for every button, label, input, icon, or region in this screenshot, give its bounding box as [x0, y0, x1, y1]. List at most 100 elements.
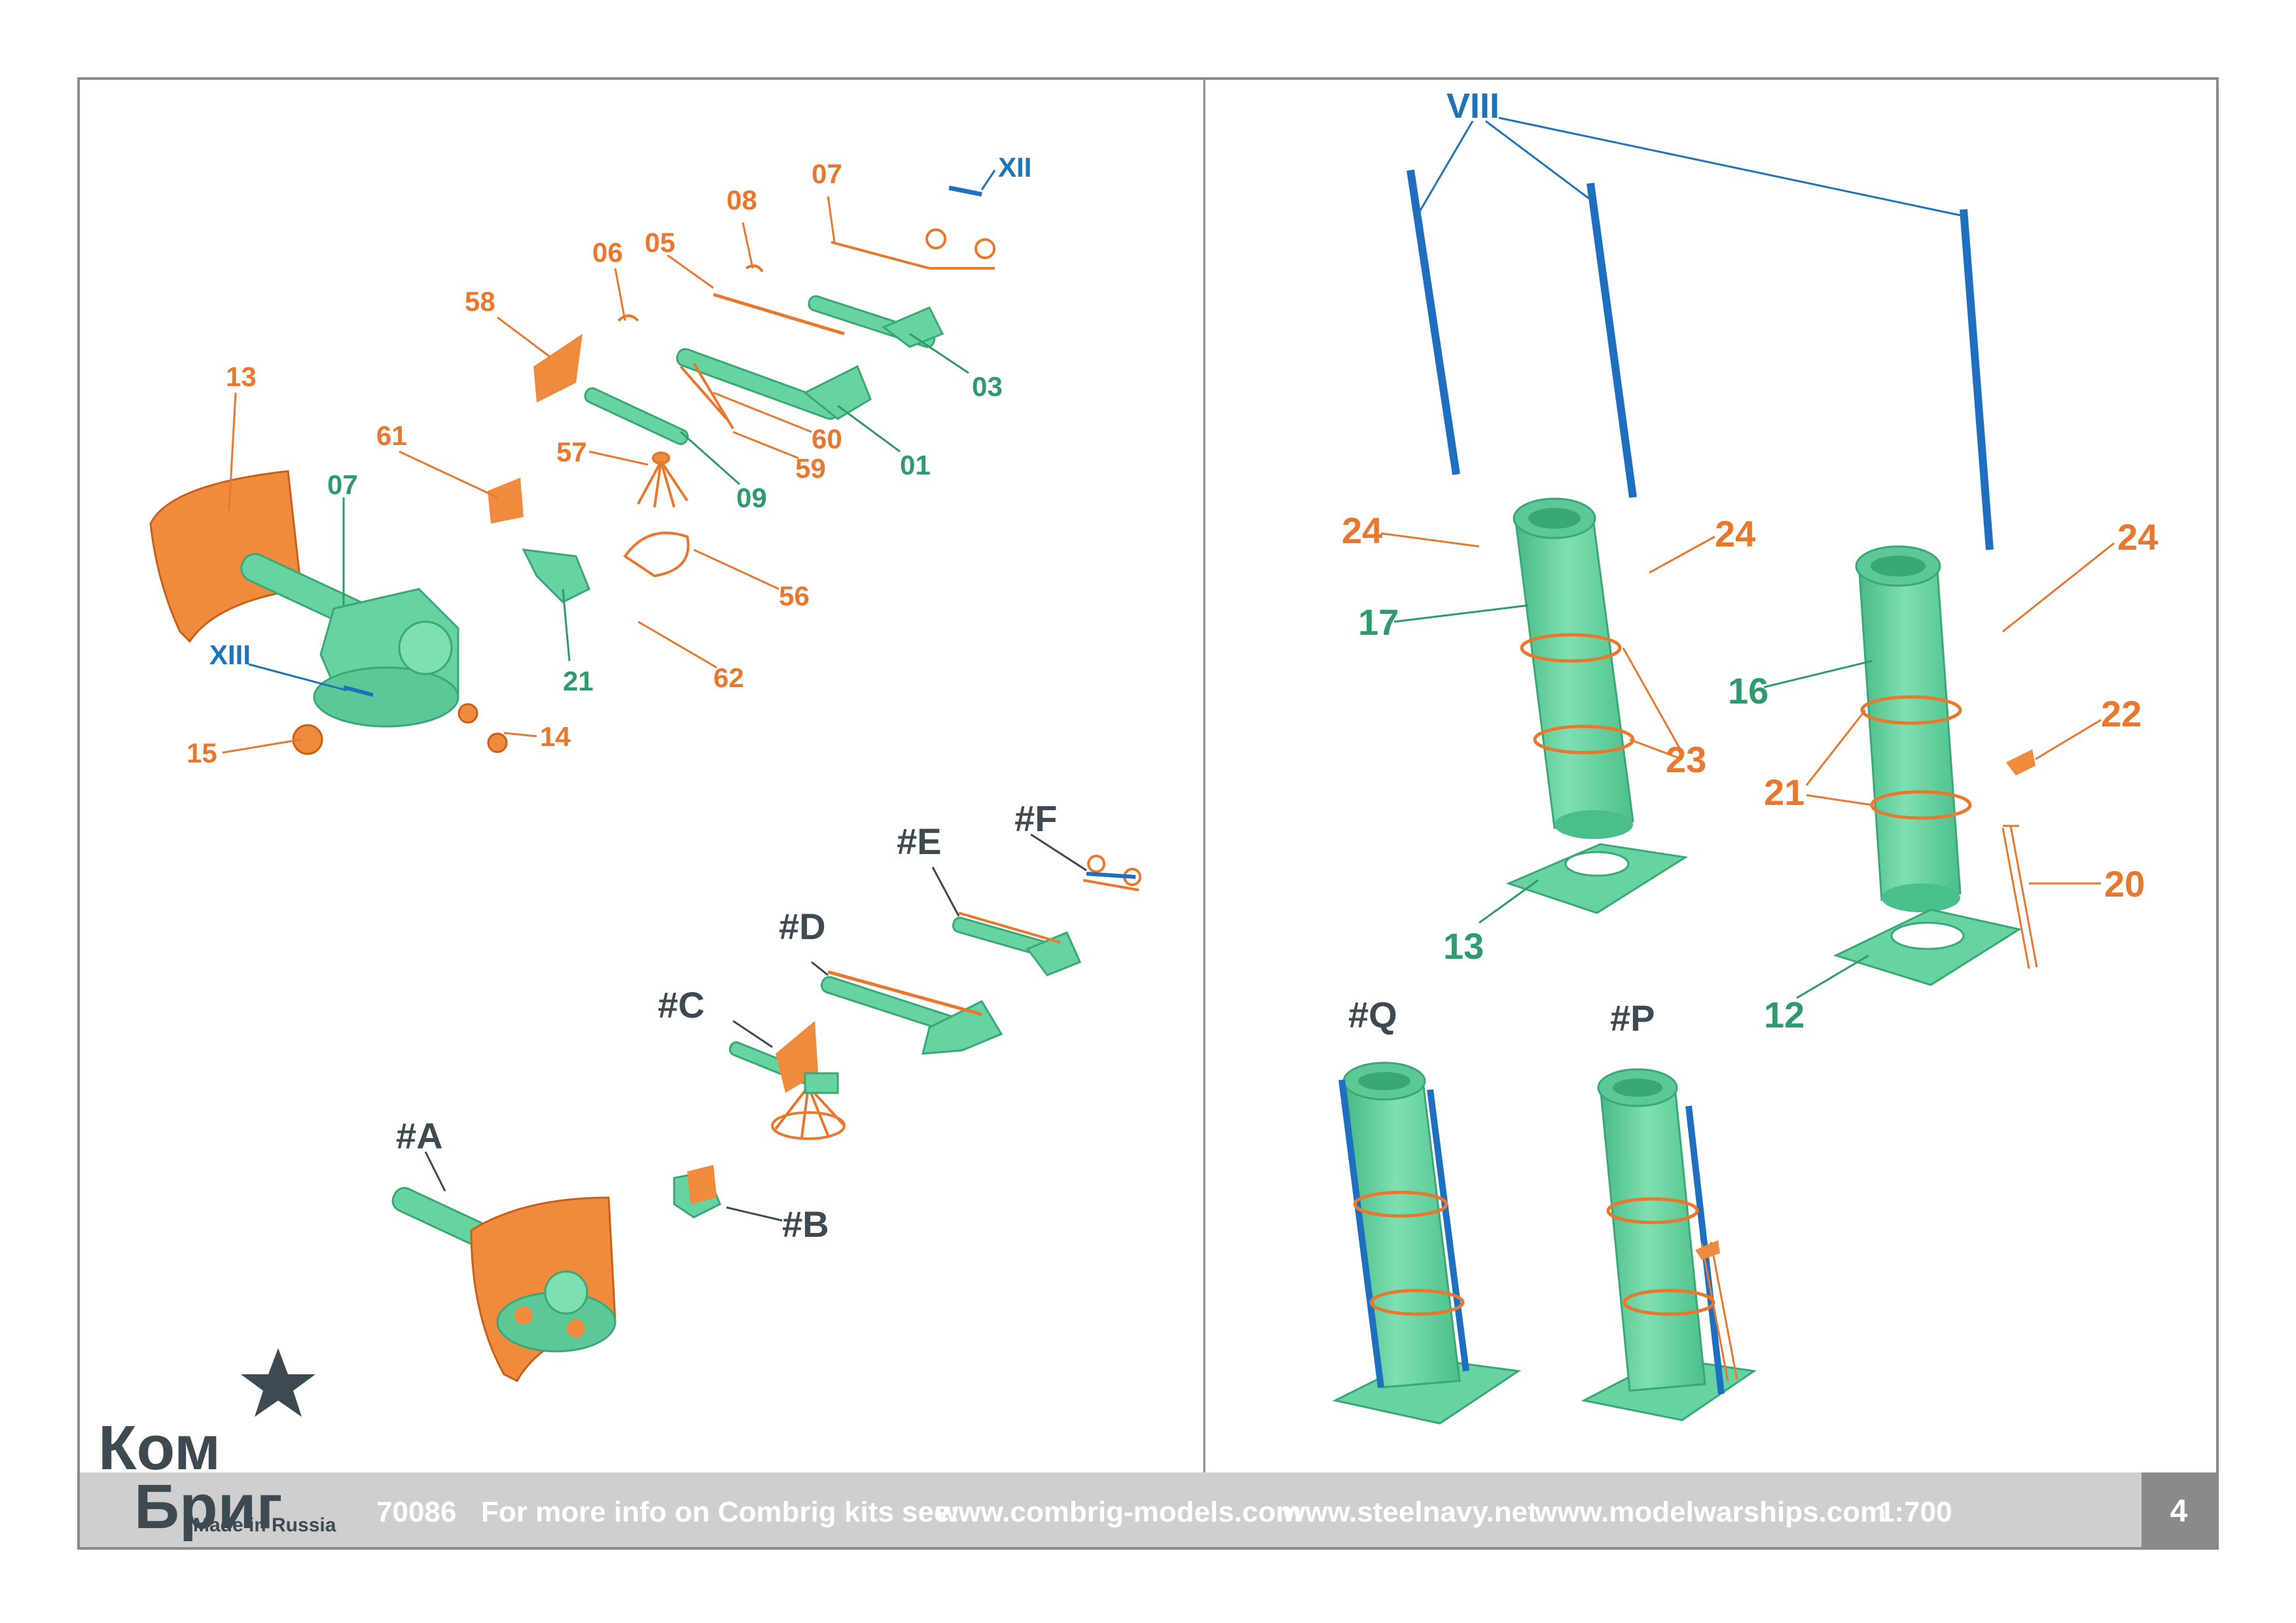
ring-part [623, 531, 690, 578]
star-icon [241, 1348, 315, 1417]
logo-line2: Бриг [134, 1472, 283, 1542]
leader-lines [1380, 532, 2115, 999]
part-label-07: 07 [327, 469, 358, 500]
part-label-59: 59 [795, 453, 826, 484]
part-label-20: 20 [2104, 863, 2145, 904]
part-label-57: 57 [556, 437, 587, 467]
part-labels-left: 13 61 58 06 05 08 07 57 60 59 56 62 15 1… [187, 152, 1031, 768]
mount-arm-part [675, 348, 872, 420]
part-label-08: 08 [726, 185, 757, 215]
footer-info: For more info on Combrig kits see: [481, 1496, 960, 1528]
part-label-13: 13 [226, 361, 257, 392]
funnel-base-hole [1890, 921, 1965, 950]
pe-small-part [617, 314, 639, 322]
assembly-label-f: #F [1014, 798, 1057, 839]
pe-rod-part [713, 293, 845, 336]
part-label-03: 03 [972, 371, 1003, 402]
assembly-e [952, 912, 1082, 976]
part-label-VIII: VIII [1446, 86, 1499, 126]
part-label-24-c: 24 [2117, 516, 2158, 558]
logo-made-in: Made in Russia [193, 1514, 336, 1536]
assembly-labels-right: #Q #P [1348, 994, 1655, 1039]
part-label-24-a: 24 [1342, 510, 1382, 551]
part-label-XIII: XIII [209, 639, 251, 670]
part-label-60: 60 [812, 423, 842, 454]
assembly-label-e: #E [897, 821, 942, 862]
part-label-23: 23 [1666, 739, 1706, 780]
funnel-17-part [1513, 497, 1635, 839]
handwheel-part [292, 724, 323, 755]
assembly-c [728, 1021, 846, 1140]
handwheel-part [457, 703, 478, 724]
assembly-leaders [424, 833, 1087, 1222]
part-label-22: 22 [2101, 693, 2142, 734]
site-link-steelnavy[interactable]: www.steelnavy.net [1282, 1496, 1537, 1528]
part-label-24-b: 24 [1715, 513, 1755, 554]
part-label-17: 17 [1358, 601, 1399, 643]
assembly-d [820, 970, 1003, 1055]
pe-ladder-part [2001, 825, 2038, 969]
site-link-modelwarships[interactable]: www.modelwarships.com [1534, 1496, 1886, 1528]
part-labels-right: 24 24 24 23 22 21 20 17 16 13 12 [1342, 510, 2158, 1035]
scale-label: 1:700 [1878, 1496, 1952, 1528]
funnel-16-part [1855, 545, 1972, 912]
assembly-label-b: #B [782, 1204, 829, 1245]
assembly-a [391, 1186, 617, 1382]
part-label-12: 12 [1764, 994, 1804, 1035]
footer-text: 70086 For more info on Combrig kits see:… [376, 1496, 1952, 1528]
barrel-part [584, 387, 689, 445]
left-panel: 13 61 58 06 05 08 07 57 60 59 56 62 15 1… [149, 152, 1141, 1382]
pe-small-part [2006, 749, 2036, 776]
wire-rod-part [1587, 183, 1637, 498]
wire-rod-part [948, 185, 982, 197]
part-label-56: 56 [779, 580, 810, 611]
pe-rod-part [692, 362, 734, 430]
part-label-21: 21 [1764, 772, 1804, 813]
pe-rod-part [679, 365, 728, 420]
tripod-part [637, 452, 689, 508]
wire-rod-part [343, 685, 374, 697]
assembly-label-d: #D [779, 906, 826, 947]
funnel-base-hole [1564, 851, 1630, 877]
part-label-05: 05 [645, 227, 675, 258]
site-link-combrig[interactable]: www.combrig-models.com [935, 1496, 1301, 1528]
part-label-XII: XII [998, 152, 1031, 183]
leader-lines [1416, 116, 1964, 217]
part-label-21: 21 [563, 666, 594, 696]
assembly-labels-left: #A #B #C #D #E #F [396, 798, 1057, 1245]
assembly-b [673, 1165, 721, 1219]
part-label-16: 16 [1728, 670, 1768, 711]
part-label-09: 09 [736, 482, 767, 513]
assembly-label-p: #P [1610, 997, 1655, 1039]
assembly-f [1083, 855, 1141, 891]
sight-part [522, 548, 590, 603]
page-number: 4 [2170, 1494, 2188, 1529]
assembly-p [1581, 1068, 1757, 1421]
assembly-label-c: #C [658, 984, 705, 1026]
pe-bracket-part [488, 478, 524, 524]
part-label-13-base: 13 [1443, 925, 1484, 967]
handwheel-part [487, 732, 508, 753]
part-label-14: 14 [540, 721, 571, 752]
wire-rod-part [1407, 169, 1460, 475]
pe-plate-part [533, 334, 583, 402]
part-label-62: 62 [713, 662, 744, 693]
leader-lines [222, 169, 996, 754]
part-label-01: 01 [900, 450, 931, 480]
mount-arm-part [808, 295, 944, 348]
gun-mount-part [240, 553, 459, 728]
right-panel: VIII [1332, 86, 2158, 1425]
wire-rod-part [1960, 209, 1994, 550]
footer-bar [80, 1472, 2142, 1547]
page-number-box [2142, 1472, 2216, 1547]
pe-rail-part [831, 228, 996, 270]
combrig-logo: Ком Бриг Made in Russia [98, 1348, 336, 1542]
kit-number: 70086 [376, 1496, 456, 1528]
part-label-15: 15 [187, 738, 217, 768]
gun-shield-part [149, 470, 302, 643]
pe-small-part [745, 264, 764, 273]
logo-line1: Ком [98, 1413, 221, 1483]
assembly-label-q: #Q [1348, 994, 1397, 1035]
part-label-06: 06 [592, 237, 623, 268]
